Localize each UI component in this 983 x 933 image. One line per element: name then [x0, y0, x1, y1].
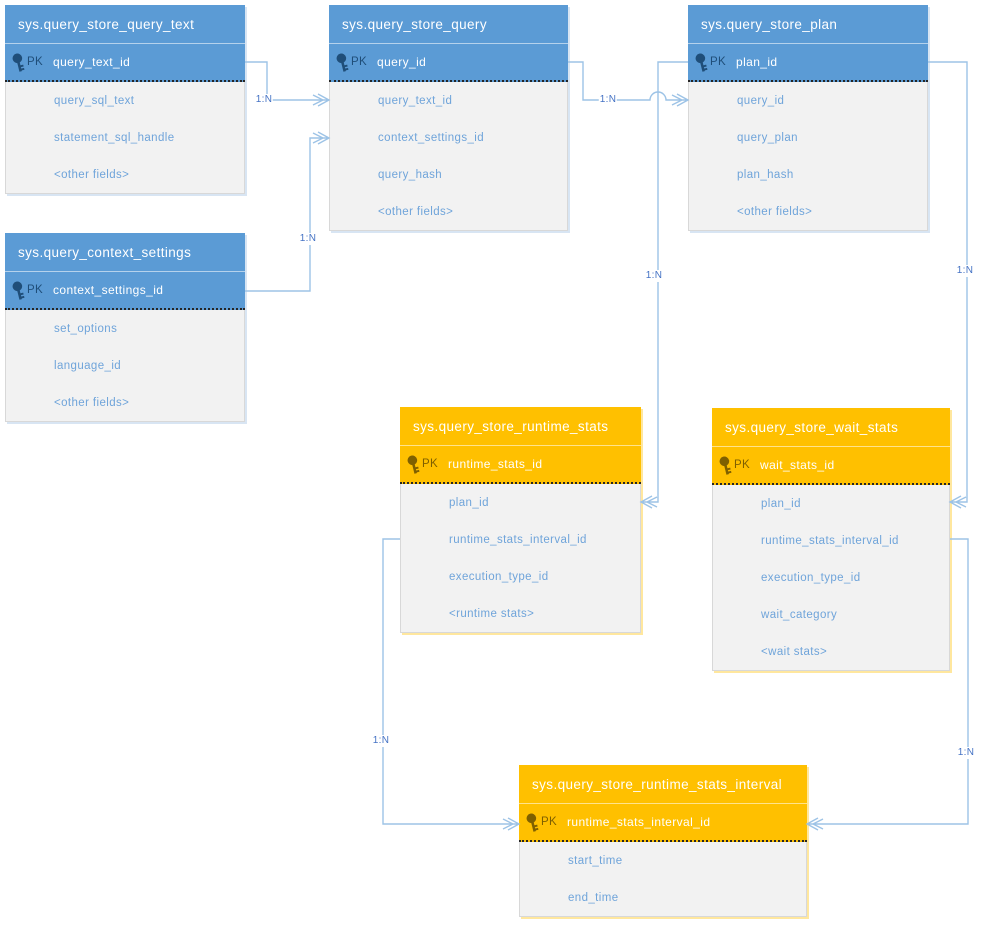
field-list: query_id query_plan plan_hash <other fields… — [688, 82, 928, 231]
cardinality-label: 1:N — [598, 94, 618, 106]
table-title: sys.query_store_plan — [688, 5, 928, 44]
pk-tag: PK — [734, 459, 750, 471]
field-row: set_options — [54, 322, 118, 335]
field-row: language_id — [54, 359, 122, 372]
pk-row: PK wait_stats_id — [712, 447, 950, 485]
pk-field-name: context_settings_id — [53, 283, 164, 297]
field-row: execution_type_id — [449, 570, 549, 583]
field-list: query_sql_text statement_sql_handle <other… — [5, 82, 245, 194]
cardinality-label: 1:N — [254, 94, 274, 106]
field-row: <other fields> — [54, 168, 130, 181]
field-list: start_time end_time — [519, 842, 807, 917]
table-title: sys.query_context_settings — [5, 233, 245, 272]
key-icon — [526, 812, 541, 834]
pk-row: PK runtime_stats_interval_id — [519, 804, 807, 842]
relationship-connector — [245, 131, 331, 292]
field-list: set_options language_id <other fields> — [5, 310, 245, 422]
field-row: query_plan — [737, 131, 798, 144]
field-list: query_text_id context_settings_id query_ha… — [329, 82, 568, 231]
field-row: <other fields> — [378, 205, 454, 218]
pk-row: PK runtime_stats_id — [400, 446, 641, 484]
table-title: sys.query_store_wait_stats — [712, 408, 950, 447]
field-row: statement_sql_handle — [54, 131, 175, 144]
field-row: query_text_id — [378, 94, 453, 107]
pk-field-name: plan_id — [736, 55, 778, 69]
field-row: plan_hash — [737, 168, 794, 181]
key-icon — [336, 52, 351, 74]
key-icon — [12, 280, 27, 302]
pk-row: PK context_settings_id — [5, 272, 245, 310]
pk-tag: PK — [541, 816, 557, 828]
field-row: query_sql_text — [54, 94, 135, 107]
pk-tag: PK — [27, 56, 43, 68]
field-row: runtime_stats_interval_id — [449, 533, 587, 546]
pk-field-name: wait_stats_id — [760, 458, 835, 472]
field-row: query_id — [737, 94, 785, 107]
cardinality-label: 1:N — [371, 735, 391, 747]
field-row: <other fields> — [737, 205, 813, 218]
key-icon — [12, 52, 27, 74]
key-icon — [407, 454, 422, 476]
field-row: plan_id — [761, 497, 801, 510]
pk-tag: PK — [422, 458, 438, 470]
field-list: plan_id runtime_stats_interval_id executio… — [712, 485, 950, 671]
key-icon — [719, 455, 734, 477]
field-list: plan_id runtime_stats_interval_id executio… — [400, 484, 641, 633]
relationship-connector — [568, 61, 690, 107]
pk-field-name: runtime_stats_interval_id — [567, 815, 711, 829]
cardinality-label: 1:N — [298, 233, 318, 245]
field-row: end_time — [568, 891, 619, 904]
field-row: plan_id — [449, 496, 489, 509]
table-title: sys.query_store_runtime_stats_interval — [519, 765, 807, 804]
field-row: <runtime stats> — [449, 607, 535, 620]
cardinality-label: 1:N — [956, 747, 976, 759]
pk-row: PK query_text_id — [5, 44, 245, 82]
pk-tag: PK — [27, 284, 43, 296]
pk-tag: PK — [710, 56, 726, 68]
table-title: sys.query_store_query_text — [5, 5, 245, 44]
field-row: wait_category — [761, 608, 838, 621]
relationship-connector — [639, 61, 688, 509]
table-title: sys.query_store_runtime_stats — [400, 407, 641, 446]
field-row: <wait stats> — [761, 645, 828, 658]
field-row: runtime_stats_interval_id — [761, 534, 899, 547]
cardinality-label: 1:N — [955, 265, 975, 277]
pk-tag: PK — [351, 56, 367, 68]
field-row: context_settings_id — [378, 131, 485, 144]
field-row: <other fields> — [54, 396, 130, 409]
table-title: sys.query_store_query — [329, 5, 568, 44]
key-icon — [695, 52, 710, 74]
cardinality-label: 1:N — [644, 270, 664, 282]
pk-field-name: runtime_stats_id — [448, 457, 543, 471]
field-row: query_hash — [378, 168, 443, 181]
pk-field-name: query_id — [377, 55, 427, 69]
pk-row: PK plan_id — [688, 44, 928, 82]
field-row: execution_type_id — [761, 571, 861, 584]
field-row: start_time — [568, 854, 623, 867]
pk-field-name: query_text_id — [53, 55, 131, 69]
pk-row: PK query_id — [329, 44, 568, 82]
